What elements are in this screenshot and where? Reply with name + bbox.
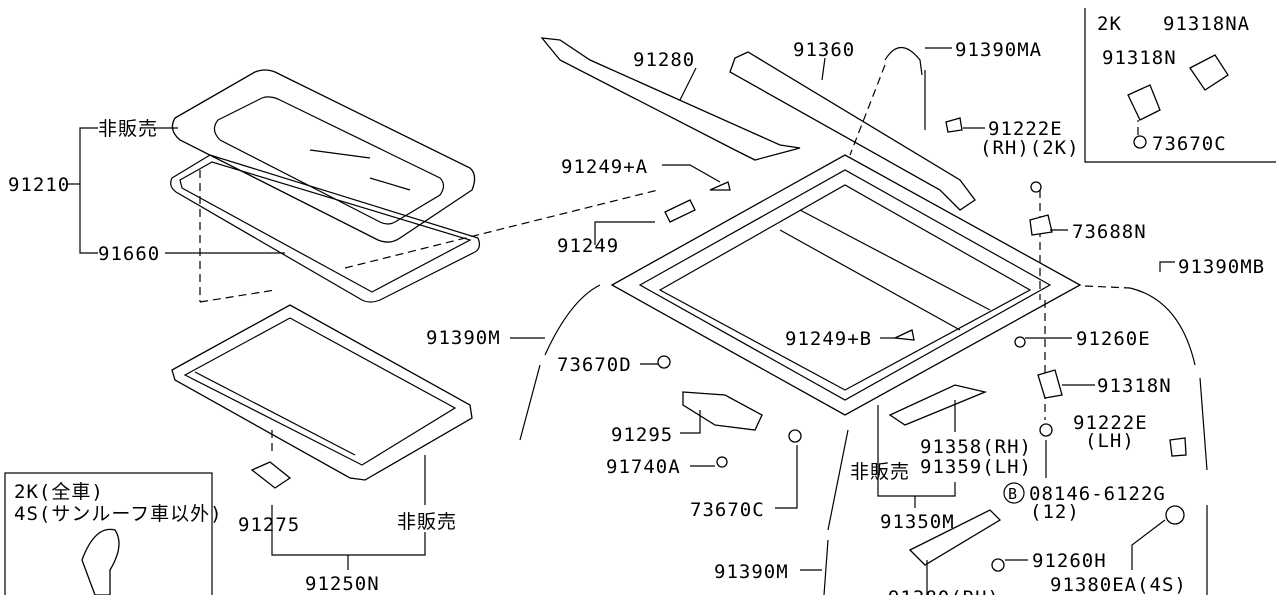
bracket-91380: [908, 509, 1002, 566]
part-label[interactable]: 08146-6122G: [1029, 483, 1166, 505]
rail-91360-drawing: [729, 51, 976, 211]
part-label[interactable]: 73670C: [1152, 133, 1227, 155]
part-label[interactable]: 91390M: [426, 327, 501, 349]
part-label[interactable]: 91318NA: [1163, 13, 1250, 35]
clip-91222E-lh: [1169, 437, 1187, 457]
part-label[interactable]: 91380EA(4S): [1050, 574, 1187, 595]
bracket-91318NA: [1189, 54, 1229, 91]
bolt-91740A: [716, 456, 728, 468]
seal-drawing: [170, 154, 481, 303]
part-label[interactable]: 91350M: [880, 511, 955, 533]
drain-hose-right-lower: [1199, 377, 1208, 471]
part-label[interactable]: 91660: [98, 243, 160, 265]
note-2k-all: 2K(全車): [14, 481, 104, 503]
drain-hose-right: [1129, 287, 1196, 366]
nut-73670D: [657, 355, 671, 369]
part-qualifier: (RH)(2K): [980, 137, 1080, 159]
clip-91249A: [709, 181, 731, 191]
clip-91380EA: [1165, 505, 1185, 525]
part-label[interactable]: 91390MB: [1178, 256, 1265, 278]
note-4s-non-sunroof: 4S(サンルーフ車以外): [14, 503, 223, 525]
clip-91222E-rh: [945, 117, 963, 133]
part-label[interactable]: 91249+B: [785, 328, 872, 350]
part-qualifier: (LH): [1085, 430, 1135, 452]
leader-lines: [68, 47, 1208, 595]
drain-hose-left-lower: [519, 364, 541, 441]
clip-91260H: [991, 558, 1005, 572]
bolt-symbol: B: [1008, 485, 1018, 503]
drain-hose-left: [544, 284, 601, 356]
part-label[interactable]: 91318N: [1102, 47, 1177, 69]
part-label[interactable]: 91380(RH): [888, 587, 1000, 595]
sunshade-drawing: [171, 304, 473, 489]
part-label[interactable]: 91280: [633, 49, 695, 71]
not-for-sale-label: 非販売: [850, 461, 910, 483]
small-parts: [81, 54, 1229, 595]
part-label[interactable]: 91359(LH): [920, 456, 1032, 478]
part-label[interactable]: 91295: [611, 424, 673, 446]
part-label[interactable]: 91260H: [1032, 550, 1107, 572]
not-for-sale-label: 非販売: [397, 511, 457, 533]
not-for-sale-label: 非販売: [98, 118, 158, 140]
clip-91249B: [892, 329, 915, 341]
nut-inset-73670C: [1133, 135, 1147, 149]
part-label[interactable]: 91318N: [1097, 375, 1172, 397]
part-label[interactable]: 91740A: [606, 456, 681, 478]
part-qty: (12): [1030, 501, 1080, 523]
sunroof-switch-cover: [81, 528, 120, 595]
clip-73688N: [1029, 214, 1053, 236]
part-label[interactable]: 73670C: [690, 499, 765, 521]
screw-73688N: [1030, 181, 1042, 193]
part-label[interactable]: 91260E: [1076, 328, 1151, 350]
bracket-91318N: [1037, 369, 1063, 399]
bracket-91318N-inset: [1127, 84, 1161, 121]
part-label[interactable]: 91222E: [1073, 412, 1148, 434]
part-label[interactable]: 91210: [8, 174, 70, 196]
bracket-91358: [888, 384, 988, 426]
part-label[interactable]: 91222E: [988, 118, 1063, 140]
part-label[interactable]: 91390MA: [955, 39, 1042, 61]
hose-91390M-bottom-lower: [823, 539, 829, 595]
part-label[interactable]: 73670D: [557, 354, 632, 376]
part-label[interactable]: 91358(RH): [920, 436, 1032, 458]
part-label[interactable]: 91275: [238, 514, 300, 536]
part-label[interactable]: 91249: [557, 235, 619, 257]
part-label[interactable]: 91360: [793, 39, 855, 61]
hose-91390M-bottom: [827, 429, 849, 531]
part-label[interactable]: 91390M: [714, 561, 789, 583]
inset-variant: 2K: [1097, 13, 1122, 35]
note-box: [4, 472, 213, 595]
part-label[interactable]: 91249+A: [561, 156, 648, 178]
nut-73670C: [788, 429, 802, 443]
part-label[interactable]: 91250N: [305, 573, 380, 595]
bolt-08146: [1039, 423, 1053, 437]
part-label[interactable]: 73688N: [1072, 221, 1147, 243]
clip-91260E: [1014, 336, 1026, 348]
clip-91249: [664, 199, 696, 223]
glass-panel-drawing: [171, 69, 476, 243]
rail-91280-drawing: [540, 37, 801, 161]
hose-91390MA: [884, 46, 923, 76]
motor-91295: [682, 391, 763, 431]
bolt-symbol-circle: [1003, 482, 1025, 504]
sunroof-frame-drawing: [610, 154, 1082, 416]
inset-box: [1084, 8, 1276, 163]
